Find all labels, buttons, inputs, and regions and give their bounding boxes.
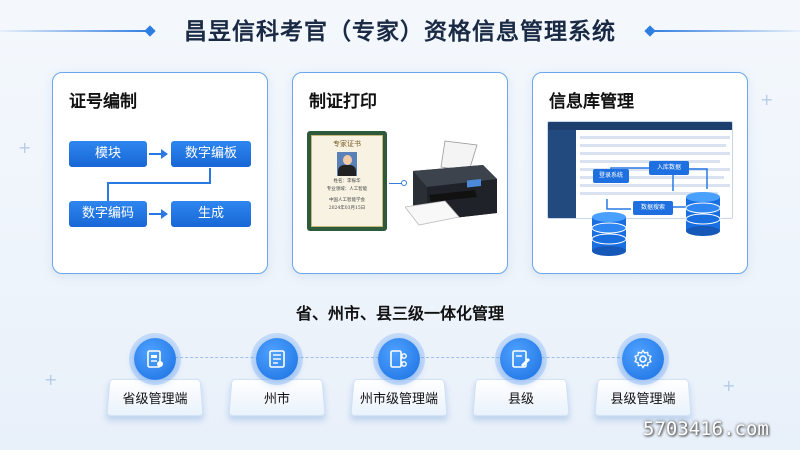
connector-dot [401,180,407,186]
plus-decoration-icon: + [44,370,58,389]
flow-box-digit-code: 数字编码 [69,201,147,227]
connector-line [209,168,211,183]
network-document-icon [378,338,420,380]
arrow-right-icon [161,149,168,159]
certificate-name: 姓名：李振华 [333,179,361,184]
certificate-heading: 专家证书 [333,140,361,148]
title-divider-right [650,30,800,32]
connector-line [107,182,109,201]
node-label: 州市级管理端 [359,392,438,407]
arrow-line [149,153,163,155]
node-label: 省级管理端 [122,392,188,407]
page-title: 昌昱信科考官（专家）资格信息管理系统 [184,19,616,45]
flow-box-module: 模块 [69,141,147,167]
arrow-line [149,213,163,215]
hierarchy-heading: 省、州市、县三级一体化管理 [295,304,504,323]
edit-document-icon [500,338,542,380]
title-divider-left [0,30,150,32]
node-label: 州市 [263,392,290,407]
arrow-right-icon [161,209,168,219]
plus-decoration-icon: + [722,376,736,395]
tag-data-search: 数据搜索 [633,201,673,215]
list-document-icon [256,338,298,380]
tag-import-data: 入库数据 [649,161,689,175]
panel-title: 信息库管理 [549,92,634,112]
plus-decoration-icon: + [760,90,774,109]
connector-line [107,182,211,184]
watermark-text: 5703416.com [643,418,769,440]
certificate-image: 专家证书 姓名：李振华 专业领域：人工智能 中国人工智能学会 2024年03月1… [307,131,387,231]
document-report-icon [134,338,176,380]
certificate-date: 2024年03月15日 [328,206,366,211]
flow-box-digit-board: 数字编板 [171,141,251,167]
gear-icon [622,338,664,380]
flow-box-generate: 生成 [171,201,251,227]
plus-decoration-icon: + [18,138,32,157]
database-connectors [606,167,708,210]
panel-title: 证号编制 [69,92,137,112]
database-icon [591,212,627,256]
certificate-org: 中国人工智能学会 [329,198,365,203]
node-label: 县级 [507,392,534,407]
panel-title: 制证打印 [309,92,377,112]
node-label: 县级管理端 [610,392,676,407]
certificate-photo [337,152,357,176]
database-icon [685,192,721,236]
panel-code-generation: 证号编制 模块 数字编板 数字编码 生成 [52,72,268,274]
connector-line [389,183,403,184]
panel-certificate-print: 制证打印 专家证书 姓名：李振华 专业领域：人工智能 中国人工智能学会 2024… [292,72,508,274]
panel-database-management: 信息库管理 登录系统 入库数据 数据搜索 [532,72,748,274]
title-bar: 昌昱信科考官（专家）资格信息管理系统 [0,8,800,48]
tag-login-system: 登录系统 [593,169,629,183]
printer-icon [405,140,497,226]
certificate-field: 专业领域：人工智能 [326,187,368,192]
